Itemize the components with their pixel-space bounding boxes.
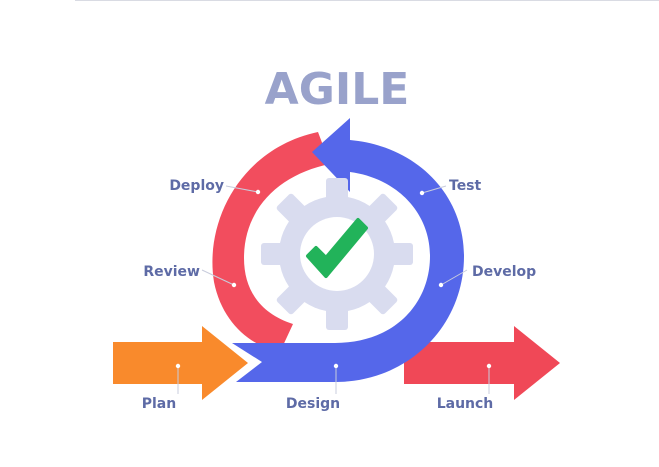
blue-cycle-arc xyxy=(232,118,464,382)
top-divider xyxy=(75,0,659,1)
stage-label-design: Design xyxy=(286,396,340,412)
red-cycle-arc xyxy=(212,132,330,352)
stage-label-deploy: Deploy xyxy=(169,178,224,194)
checkmark-icon xyxy=(306,218,368,278)
stage-label-launch: Launch xyxy=(437,396,494,412)
stage-label-test: Test xyxy=(449,178,482,194)
launch-arrow xyxy=(404,326,560,400)
stage-label-develop: Develop xyxy=(472,264,536,280)
stage-label-review: Review xyxy=(143,264,200,280)
plan-arrow xyxy=(113,326,248,400)
label-leaders xyxy=(175,185,492,394)
diagram-title: AGILE xyxy=(265,64,410,115)
stage-label-plan: Plan xyxy=(142,396,176,412)
